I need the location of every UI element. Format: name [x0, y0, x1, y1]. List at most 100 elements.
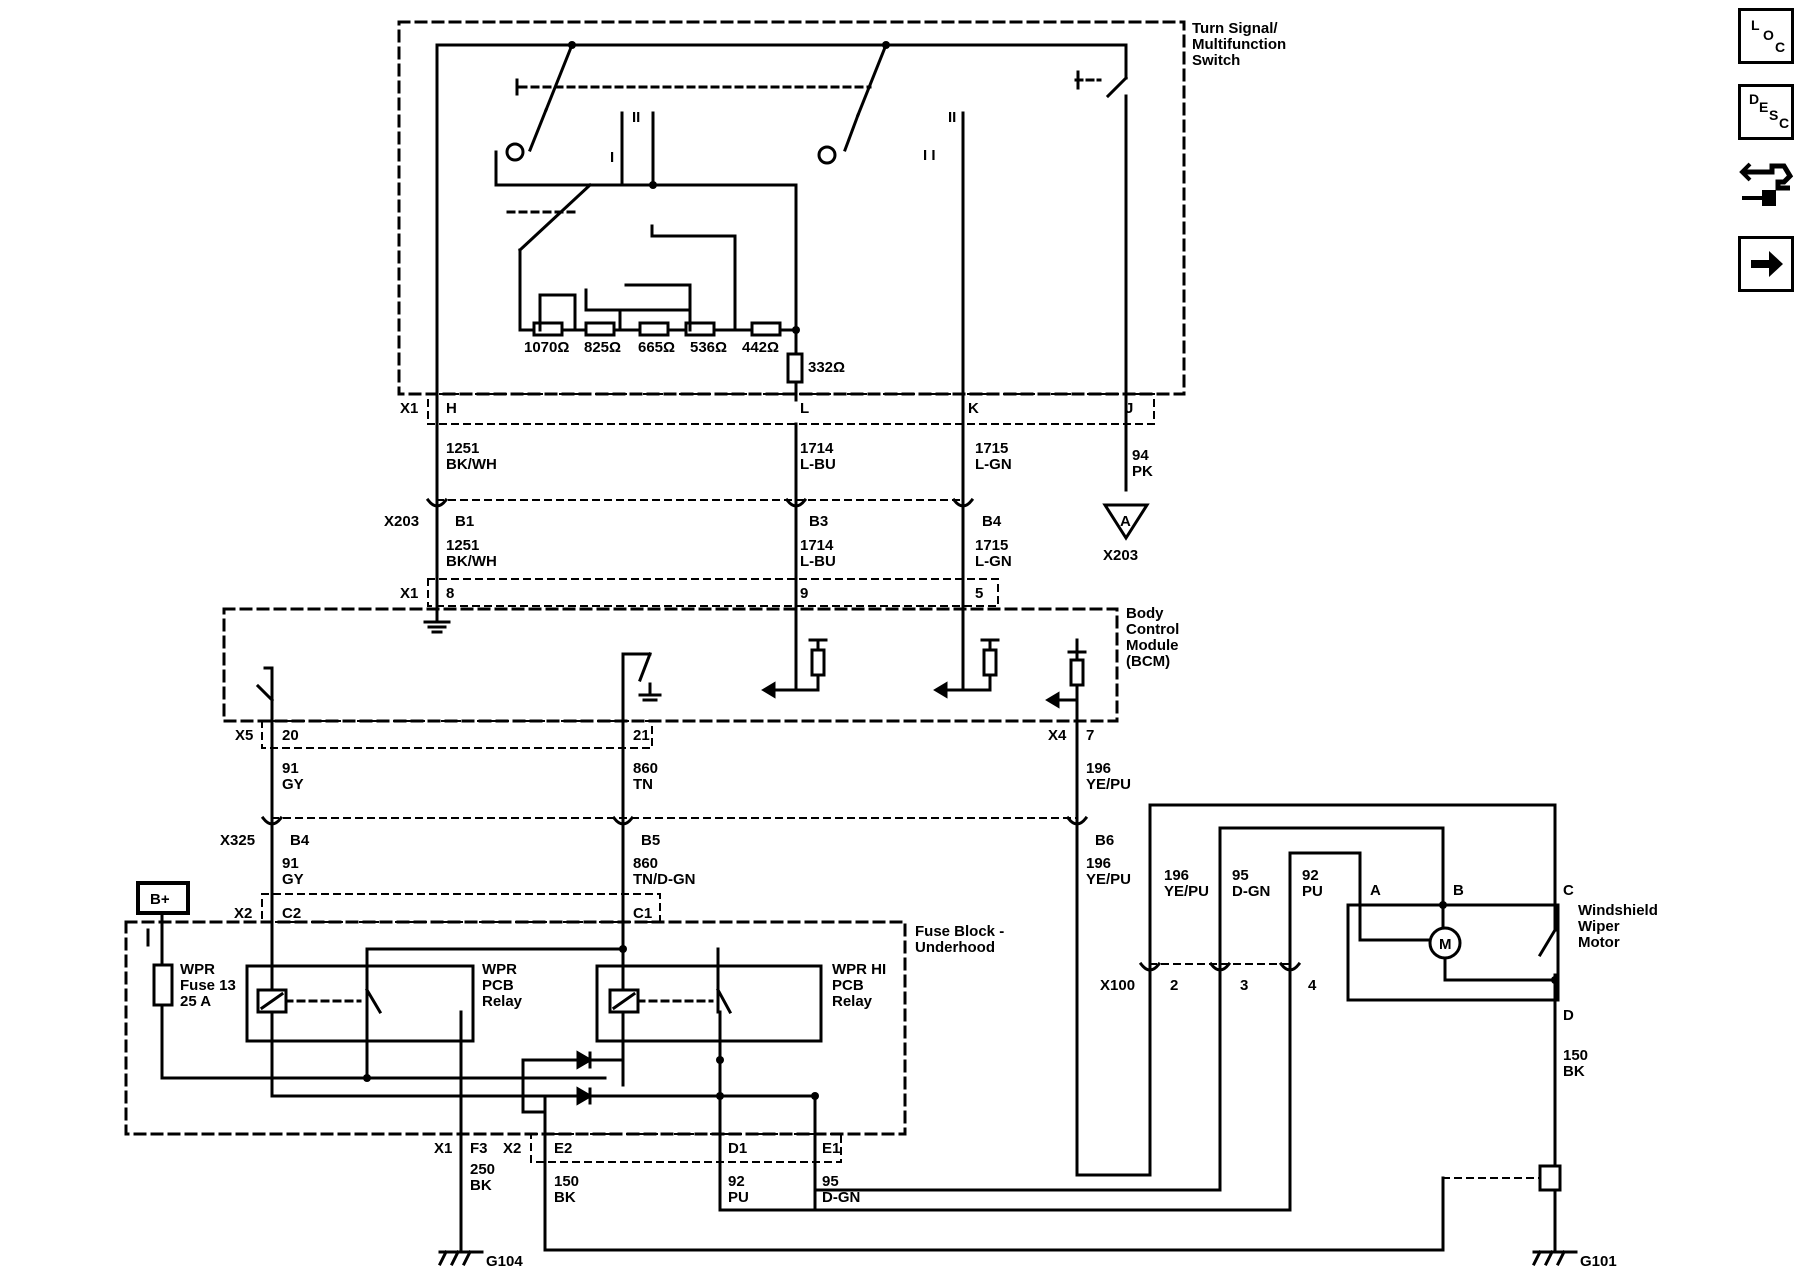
loc-button[interactable]: L O C — [1738, 8, 1794, 64]
tss-title-line1: Turn Signal/ — [1192, 20, 1278, 37]
wire-150-motor-num: 150 — [1563, 1047, 1588, 1064]
loc-letter-l: L — [1751, 17, 1760, 33]
conn-x325: X325 — [220, 832, 255, 849]
res-825: 825Ω — [584, 339, 621, 356]
i-mark-b: I I — [923, 147, 936, 164]
desc-button[interactable]: D E S C — [1738, 84, 1794, 140]
desc-letter-c: C — [1779, 115, 1790, 131]
pin-21: 21 — [633, 727, 650, 744]
wire-1715-top-num: 1715 — [975, 440, 1008, 457]
wire-94-color: PK — [1132, 463, 1153, 480]
wire-196-top-color: YE/PU — [1086, 776, 1131, 793]
desc-letter-s: S — [1769, 107, 1779, 123]
wire-196-motor-color: YE/PU — [1164, 883, 1209, 900]
wire-95-motor-color: D-GN — [1232, 883, 1270, 900]
next-page-button[interactable] — [1738, 236, 1794, 292]
pin-x100-3: 3 — [1240, 977, 1248, 994]
wire-1251-mid-num: 1251 — [446, 537, 479, 554]
pin-b4-x325: B4 — [290, 832, 310, 849]
pin-b1: B1 — [455, 513, 474, 530]
pin-b4-x203: B4 — [982, 513, 1002, 530]
wire-92-fb-color: PU — [728, 1189, 749, 1206]
pin-c2: C2 — [282, 905, 301, 922]
wire-1251-top-num: 1251 — [446, 440, 479, 457]
i-mark-a: I — [610, 149, 614, 166]
pin-motor-d: D — [1563, 1007, 1574, 1024]
fuse-x2-connector — [261, 893, 661, 923]
loc-letter-o: O — [1763, 27, 1774, 43]
motor-m-letter: M — [1439, 936, 1452, 953]
wire-95-motor-num: 95 — [1232, 867, 1249, 884]
pin-x100-2: 2 — [1170, 977, 1178, 994]
wire-92-motor-color: PU — [1302, 883, 1323, 900]
wire-95-fb-num: 95 — [822, 1173, 839, 1190]
wpr-hi-relay-line1: WPR HI — [832, 961, 886, 978]
motor-title-line2: Wiper — [1578, 918, 1620, 935]
ii-mark-b: II — [948, 109, 956, 126]
connector-view-button[interactable] — [1738, 158, 1794, 214]
wire-91-bot-num: 91 — [282, 855, 299, 872]
pin-h: H — [446, 400, 457, 417]
wire-196-top-num: 196 — [1086, 760, 1111, 777]
wire-860-top-color: TN — [633, 776, 653, 793]
wire-94-num: 94 — [1132, 447, 1149, 464]
pin-20: 20 — [282, 727, 299, 744]
wiper-motor-boundary — [1346, 903, 1560, 1002]
wire-150-fb-num: 150 — [554, 1173, 579, 1190]
conn-x2-bottom: X2 — [503, 1140, 521, 1157]
res-332: 332Ω — [808, 359, 845, 376]
wpr-relay-line1: WPR — [482, 961, 517, 978]
wire-150-motor-color: BK — [1563, 1063, 1585, 1080]
pin-j: J — [1125, 400, 1133, 417]
fuse-block-title-line2: Underhood — [915, 939, 995, 956]
pin-motor-c: C — [1563, 882, 1574, 899]
wire-1714-mid-color: L-BU — [800, 553, 836, 570]
wpr-hi-relay-line2: PCB — [832, 977, 864, 994]
bcm-boundary — [222, 607, 1119, 723]
pin-7: 7 — [1086, 727, 1094, 744]
ground-g101: G101 — [1580, 1253, 1617, 1270]
res-665: 665Ω — [638, 339, 675, 356]
wire-1714-top-num: 1714 — [800, 440, 834, 457]
tss-title-line2: Multifunction — [1192, 36, 1286, 53]
wire-860-bot-color: TN/D-GN — [633, 871, 696, 888]
fuse-x2-bottom-connector — [530, 1133, 842, 1163]
resistor-332 — [786, 352, 804, 384]
pin-b6: B6 — [1095, 832, 1114, 849]
res-442: 442Ω — [742, 339, 779, 356]
res-1070: 1070Ω — [524, 339, 569, 356]
wpr-relay-line2: PCB — [482, 977, 514, 994]
wpr-relay-line3: Relay — [482, 993, 523, 1010]
wire-196-bot-num: 196 — [1086, 855, 1111, 872]
fuse-label-line2: Fuse 13 — [180, 977, 236, 994]
bcm-title-line1: Body — [1126, 605, 1164, 622]
wire-860-top-num: 860 — [633, 760, 658, 777]
conn-x5: X5 — [235, 727, 253, 744]
pin-k: K — [968, 400, 979, 417]
tss-title-line3: Switch — [1192, 52, 1240, 69]
fuse-label-line3: 25 A — [180, 993, 211, 1010]
wire-860-bot-num: 860 — [633, 855, 658, 872]
motor-title-line1: Windshield — [1578, 902, 1658, 919]
pin-motor-a: A — [1370, 882, 1381, 899]
pin-5: 5 — [975, 585, 983, 602]
pin-9: 9 — [800, 585, 808, 602]
wire-1715-mid-num: 1715 — [975, 537, 1008, 554]
connector-icon — [1739, 162, 1794, 206]
fuse-block-boundary — [124, 920, 907, 1136]
conn-x100: X100 — [1100, 977, 1135, 994]
tss-x1-connector — [427, 393, 1155, 425]
wire-1251-top-color: BK/WH — [446, 456, 497, 473]
res-536: 536Ω — [690, 339, 727, 356]
pin-d1: D1 — [728, 1140, 747, 1157]
pin-x100-4: 4 — [1308, 977, 1317, 994]
pin-b3: B3 — [809, 513, 828, 530]
motor-title-line3: Motor — [1578, 934, 1620, 951]
conn-x203-offpage: X203 — [1103, 547, 1138, 564]
offpage-a-letter: A — [1120, 513, 1131, 530]
fuse-label-line1: WPR — [180, 961, 215, 978]
conn-x2-top: X2 — [234, 905, 252, 922]
conn-x1-bcm: X1 — [400, 585, 418, 602]
wire-1714-mid-num: 1714 — [800, 537, 834, 554]
wire-95-fb-color: D-GN — [822, 1189, 860, 1206]
